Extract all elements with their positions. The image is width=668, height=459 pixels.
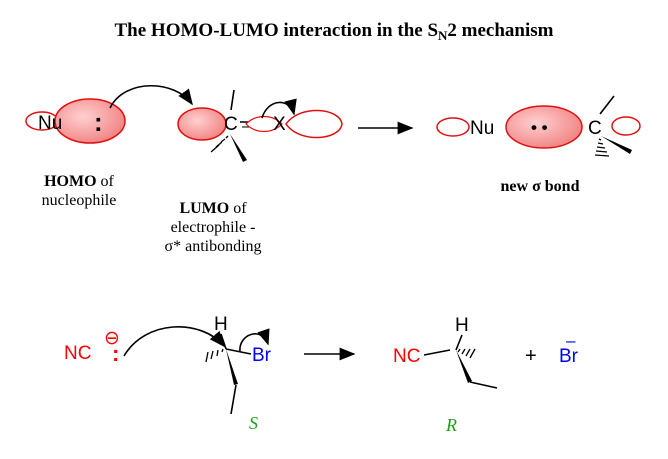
product-c-label: C (588, 118, 602, 139)
substrate-wedge-bond (226, 349, 238, 385)
bromide-label: Br (559, 346, 579, 367)
bond-to-x-arrow (261, 98, 297, 119)
product-h-label: H (455, 315, 469, 336)
product-c-back-lobe (611, 116, 641, 136)
lumo-back-lobe (177, 107, 227, 141)
substrate-h-label: H (214, 314, 228, 335)
homo-to-lumo-arrow (109, 85, 193, 109)
substrate-c-h-bond (220, 333, 227, 350)
c-label: C (224, 114, 238, 135)
nc-label: NC (64, 343, 91, 364)
product-wedge-bond (456, 350, 472, 383)
c-up-bond (230, 89, 235, 111)
page-title: The HOMO-LUMO interaction in the SN2 mec… (114, 20, 554, 43)
product-c-h-bond (455, 334, 463, 351)
product-c-wedge-bond (601, 136, 632, 154)
lumo-mid-lobe (245, 115, 283, 133)
nc-lone-pair: : (112, 341, 119, 366)
r-configuration-label: R (445, 415, 457, 435)
substrate-br-label: Br (252, 345, 272, 366)
leaving-group-arrow (239, 328, 270, 353)
product-ethyl-bond (469, 381, 498, 389)
substrate-c-br-bond (225, 348, 252, 355)
nc-attack-arrow (123, 326, 226, 357)
product-c-hash-bond (594, 138, 610, 157)
nu-label: Nu (38, 113, 62, 134)
lumo-caption: LUMO of electrophile - σ* antibonding (164, 200, 262, 255)
bromide-charge: – (566, 331, 576, 350)
plus-sign: + (525, 345, 537, 367)
nu-lone-pair: : (94, 107, 103, 137)
substrate-hash-bond (205, 348, 224, 363)
substrate-ethyl-bond (230, 384, 237, 415)
c-hash-bond (210, 135, 229, 153)
homo-front-lobe (54, 98, 126, 144)
sigma-bond-orbital (505, 105, 583, 149)
sigma-bond-electrons: • • (531, 118, 548, 137)
product-nu-label: Nu (470, 118, 494, 139)
product-hash-bond (457, 348, 476, 359)
s-configuration-label: S (249, 413, 258, 433)
new-bond-caption: new σ bond (500, 178, 580, 195)
lumo-front-lobe (285, 109, 343, 139)
product-c-up-bond (599, 95, 615, 115)
product-nc-c-bond (423, 349, 451, 356)
nc-charge: ⊖ (104, 328, 120, 349)
x-label: X (273, 114, 286, 135)
homo-caption: HOMO of nucleophile (41, 173, 117, 209)
product-nu-back-lobe (436, 117, 470, 137)
product-nc-label: NC (393, 346, 420, 367)
c-wedge-bond (230, 134, 247, 162)
